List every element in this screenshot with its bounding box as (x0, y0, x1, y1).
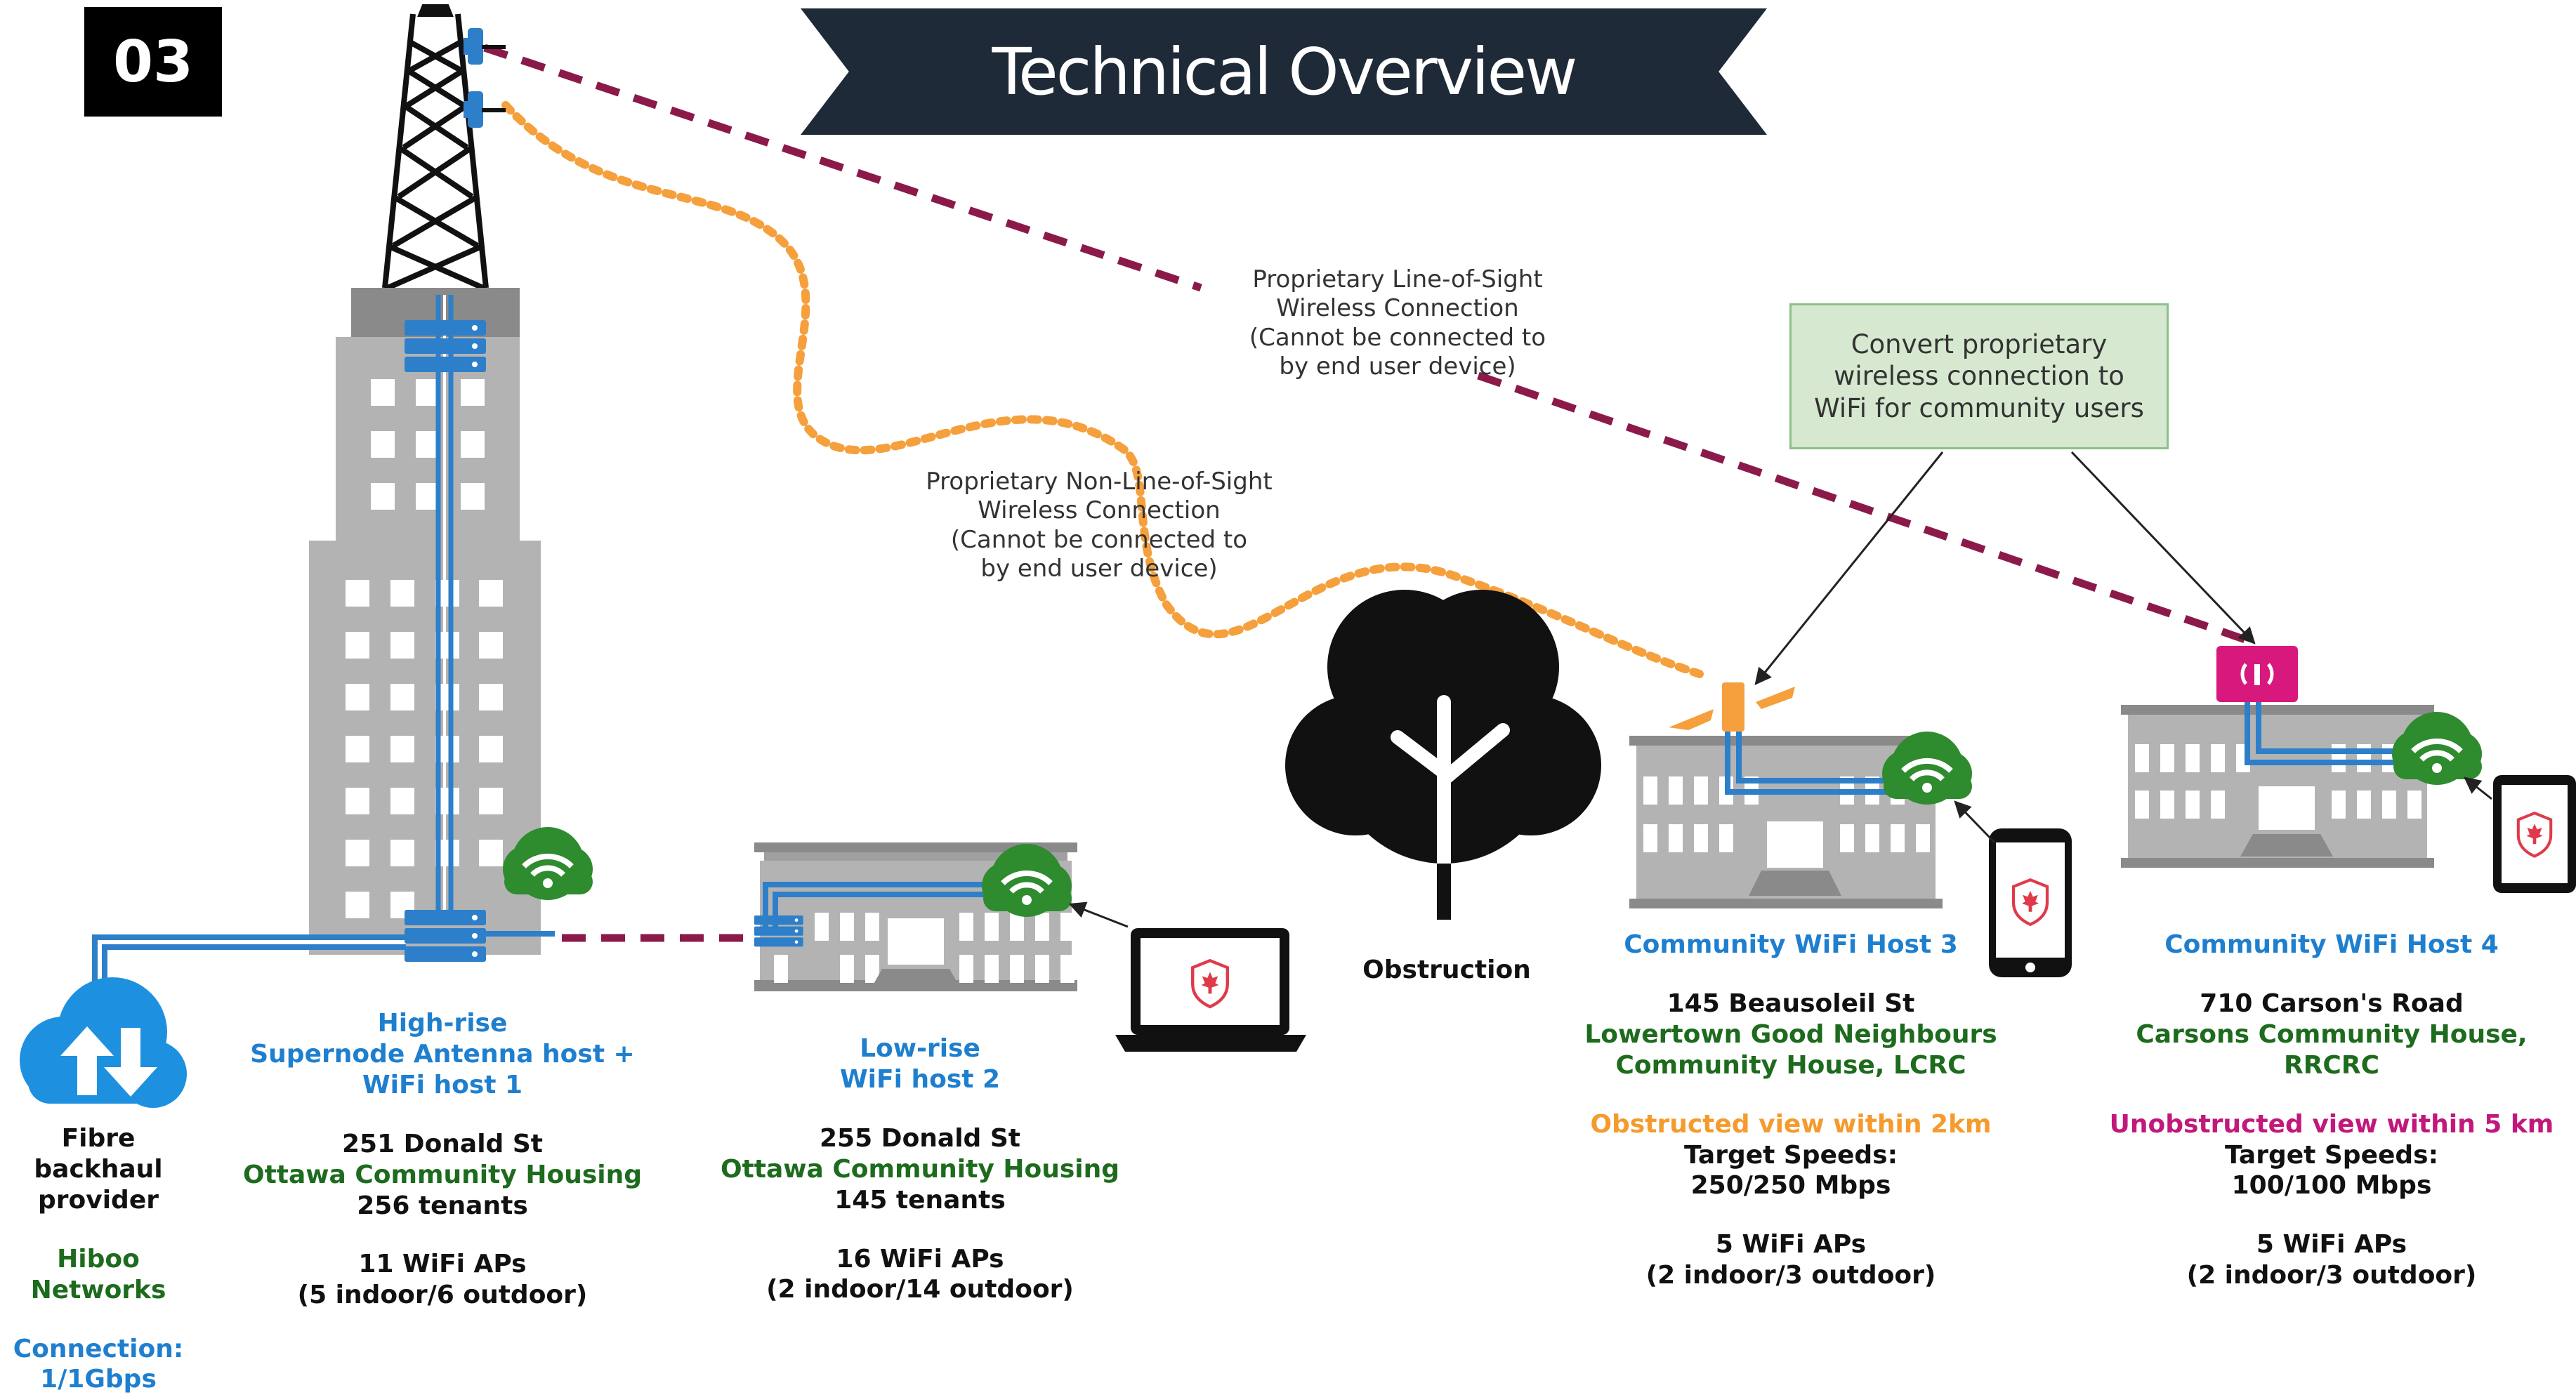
cloud-icon (20, 977, 187, 1108)
arrow-convert-host3 (1754, 451, 1944, 685)
antenna-icon (1669, 682, 1795, 732)
page-title: Technical Overview (801, 8, 1767, 135)
lowrise-server-icon (754, 915, 803, 947)
slide-number: 03 (84, 7, 222, 117)
network-diagram (20, 4, 2576, 1108)
host3-label: Community WiFi Host 3 145 Beausoleil St … (1584, 930, 1997, 1290)
arrow-laptop-wifi (1068, 901, 1129, 928)
los-link-2 (1477, 371, 2249, 644)
basement-server-icon (405, 910, 486, 962)
rooftop-server-icon (405, 320, 486, 372)
highrise-label: High-rise Supernode Antenna host + WiFi … (242, 1009, 643, 1310)
tower-antenna-icon (464, 28, 506, 128)
nlos-link (501, 101, 1704, 678)
arrow-tablet-wifi (2464, 776, 2492, 800)
laptop-icon (1115, 928, 1306, 1052)
phone-icon (1989, 828, 2072, 977)
arrow-convert-host4 (2070, 451, 2256, 644)
tower-icon (382, 4, 489, 291)
los-label: Proprietary Line-of-Sight Wireless Conne… (1249, 265, 1546, 381)
host4-building (2121, 699, 2434, 868)
highrise-building (92, 288, 555, 1004)
host4-label: Community WiFi Host 4 710 Carson's Road … (2109, 930, 2554, 1290)
tablet-icon (2493, 775, 2576, 893)
nlos-label: Proprietary Non-Line-of-Sight Wireless C… (926, 468, 1273, 583)
arrow-phone-wifi (1954, 800, 1996, 844)
convert-note: Convert proprietary wireless connection … (1789, 303, 2169, 449)
obstruction-label: Obstruction (1362, 956, 1531, 984)
los-link (483, 44, 1202, 292)
tree-icon (1285, 590, 1601, 920)
fibre-provider-label: Fibre backhaul provider Hiboo Networks C… (13, 1124, 184, 1394)
lowrise-label: Low-rise WiFi host 2 255 Donald St Ottaw… (720, 1034, 1120, 1304)
router-icon (2216, 646, 2298, 702)
